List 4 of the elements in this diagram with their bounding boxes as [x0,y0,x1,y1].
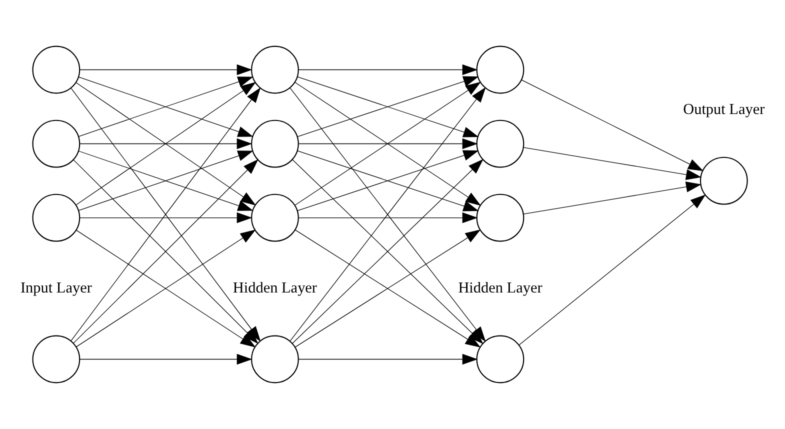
label: Output Layer [683,101,765,118]
label: Hidden Layer [232,280,318,297]
label: Hidden Layer [458,280,542,297]
label: Input Layer [20,280,92,297]
